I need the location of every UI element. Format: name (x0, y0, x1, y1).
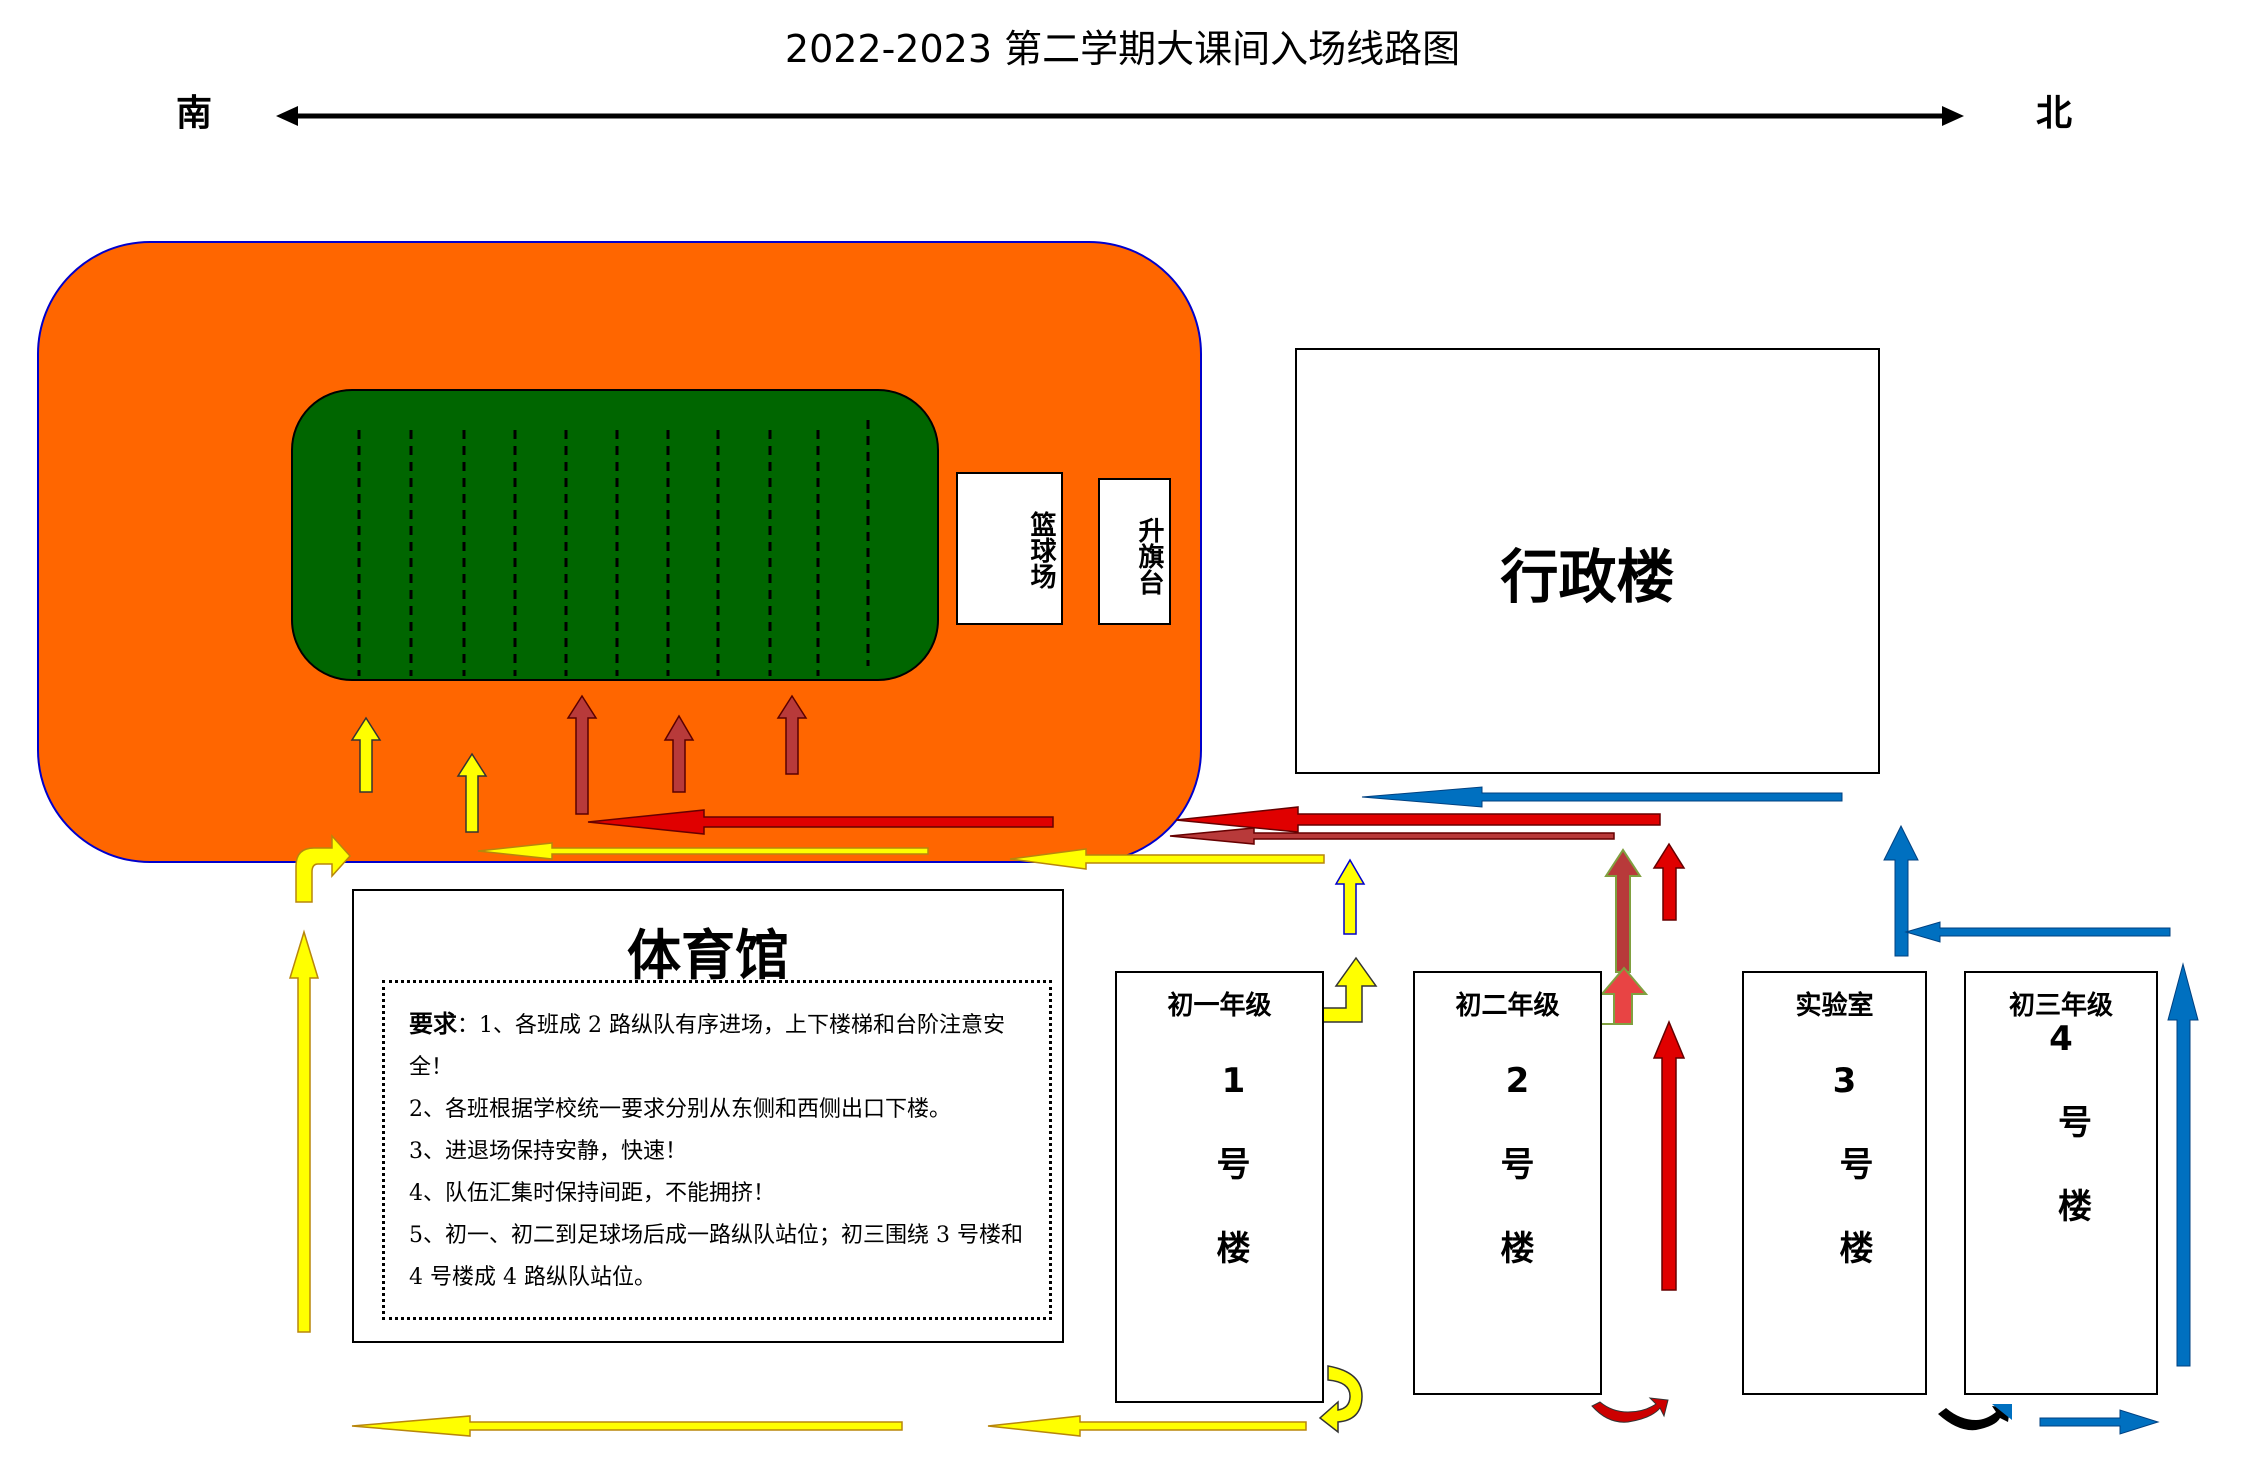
building-1-label: 初一年级 (1167, 991, 1272, 1021)
building-4-number: 4 (2049, 1019, 2073, 1059)
building-1-hao: 号 (1216, 1145, 1251, 1185)
basketball-court: 篮球场 (956, 472, 1063, 625)
requirements-label: 要求 (409, 1009, 457, 1038)
grade3-blue-up-arrow-right (2167, 962, 2199, 1367)
building-1-lou: 楼 (1216, 1229, 1251, 1269)
grade1-turn-arrow (1307, 956, 1378, 1023)
blue-left-arrow-admin (1361, 786, 1843, 808)
grade3-blue-left-arrow (1904, 921, 2171, 943)
building-2-number: 2 (1505, 1061, 1530, 1101)
yellow-up-arrows (350, 716, 488, 833)
admin-building-label: 行政楼 (1500, 543, 1675, 611)
north-label: 北 (2036, 93, 2073, 134)
requirements-box: 要求：1、各班成 2 路纵队有序进场，上下楼梯和台阶注意安全！ 2、各班根据学校… (382, 980, 1052, 1320)
building-1: 初一年级 1 号 楼 (1115, 971, 1324, 1403)
grade1-bottom-uturn (1318, 1365, 1363, 1434)
football-pitch (291, 389, 939, 681)
yellow-up-arrow-gym (288, 929, 320, 1333)
pitch-lines (357, 420, 870, 676)
gymnasium: 体育馆 (352, 889, 1064, 1343)
grade1-up-arrow (1334, 858, 1366, 935)
building-2-lou: 楼 (1500, 1229, 1535, 1269)
building-3-number: 3 (1832, 1061, 1857, 1101)
grade2-turn-arrow (1578, 966, 1649, 1025)
admin-building: 行政楼 (1295, 348, 1880, 774)
grade3-bottom-uturn (1938, 1404, 2012, 1431)
building-4-hao: 号 (2058, 1103, 2092, 1143)
yellow-turn-arrow-gym (295, 834, 352, 903)
requirement-2: 2、各班根据学校统一要求分别从东侧和西侧出口下楼。 (409, 1097, 951, 1122)
basketball-court-label: 篮球场 (1026, 511, 1056, 589)
building-3-hao: 号 (1839, 1145, 1874, 1185)
building-4-lou: 楼 (2058, 1187, 2092, 1227)
yellow-left-arrow-field (477, 842, 929, 860)
page-title: 2022-2023 第二学期大课间入场线路图 (784, 27, 1461, 71)
building-4-label: 初三年级 (2008, 991, 2113, 1021)
south-label: 南 (176, 93, 213, 134)
grade2-red-up-arrows (1604, 842, 1686, 1291)
grade2-bottom-uturn (1591, 1397, 1669, 1423)
building-2-label: 初二年级 (1455, 991, 1560, 1021)
requirement-1-text: ：1、各班成 2 路纵队有序进场，上下楼梯和台阶注意安全！ (409, 1013, 1005, 1080)
building-3-label: 实验室 (1795, 991, 1874, 1021)
red-left-arrow-grade2 (1169, 806, 1661, 845)
red-up-arrows (566, 694, 808, 815)
building-1-number: 1 (1221, 1061, 1246, 1101)
requirement-3: 3、进退场保持安静，快速！ (409, 1139, 687, 1164)
building-3: 实验室 3 号 楼 (1742, 971, 1927, 1395)
requirement-4: 4、队伍汇集时保持间距，不能拥挤！ (409, 1181, 775, 1206)
yellow-bottom-left-arrows (351, 1415, 1307, 1437)
requirement-5: 5、初一、初二到足球场后成一路纵队站位；初三围绕 3 号楼和 4 号楼成 4 路… (409, 1223, 1023, 1290)
grade3-blue-right-arrow (2039, 1409, 2160, 1435)
gymnasium-label: 体育馆 (627, 924, 789, 987)
building-4: 初三年级 4 号 楼 (1964, 971, 2158, 1395)
grade3-blue-up-arrow-lab (1883, 824, 1919, 957)
flag-platform: 升旗台 (1098, 478, 1171, 625)
building-3-lou: 楼 (1839, 1229, 1874, 1269)
building-2: 初二年级 2 号 楼 (1413, 971, 1602, 1395)
yellow-left-arrow-grade1 (1009, 848, 1325, 870)
red-left-arrow-main (587, 809, 1054, 835)
building-2-hao: 号 (1500, 1145, 1535, 1185)
compass-arrow (276, 106, 1964, 126)
requirement-1: 要求：1、各班成 2 路纵队有序进场，上下楼梯和台阶注意安全！ (409, 1003, 1031, 1089)
flag-platform-label: 升旗台 (1134, 517, 1164, 595)
